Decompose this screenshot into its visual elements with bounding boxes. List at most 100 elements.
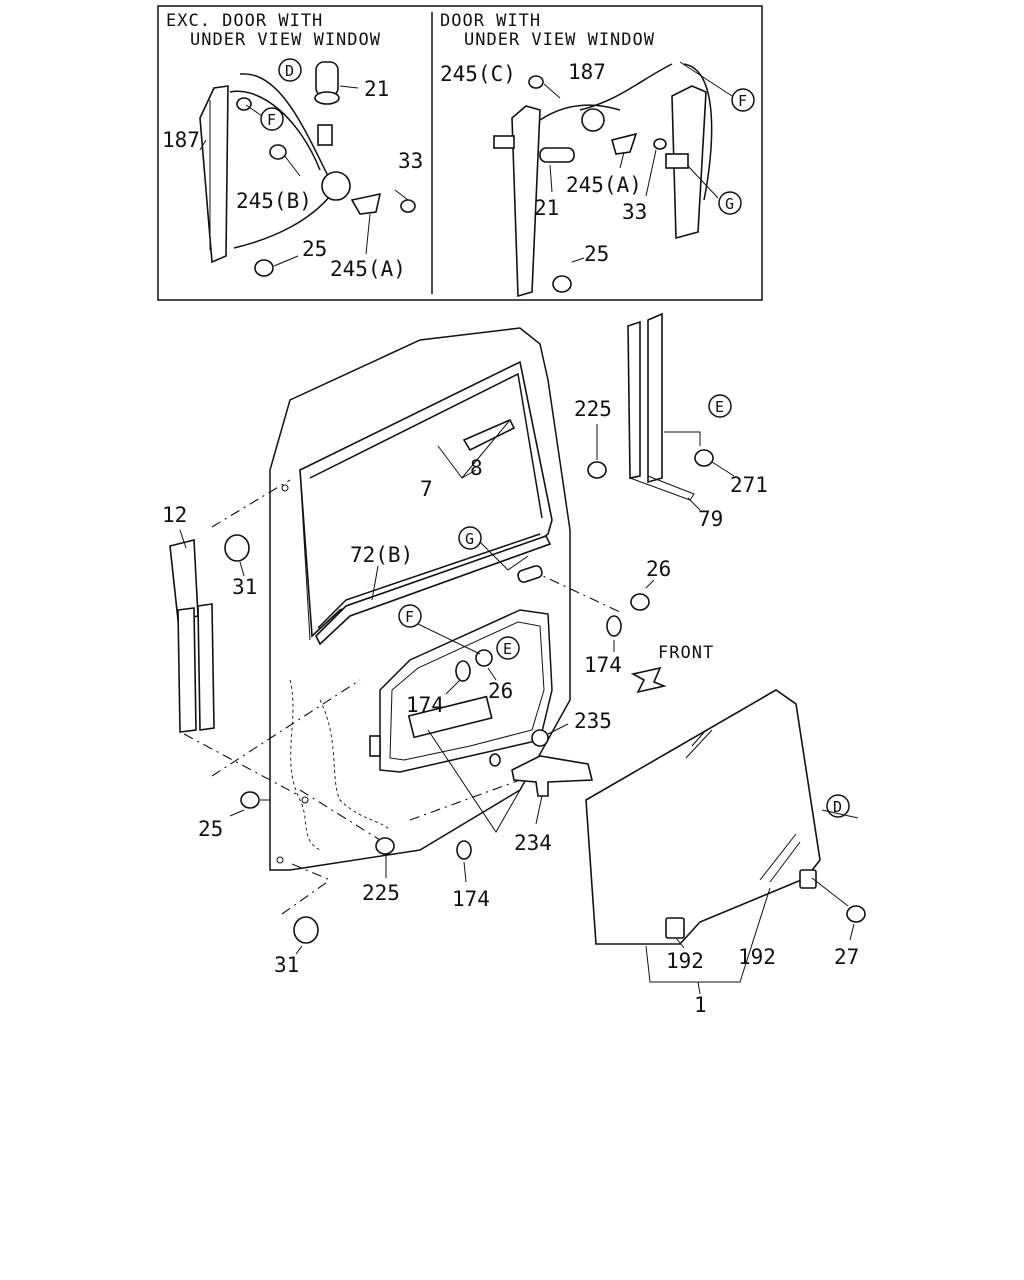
regulator-mount-plate bbox=[407, 695, 493, 739]
bolt-225-bottom bbox=[375, 837, 395, 855]
weatherstrip-72b bbox=[315, 535, 552, 646]
ref-g-circle bbox=[458, 526, 482, 550]
inset-right-ref-g-circle bbox=[718, 191, 742, 215]
service-opening bbox=[379, 609, 553, 773]
inset-right-header-line2: UNDER VIEW WINDOW bbox=[464, 30, 655, 50]
ref-e-circle bbox=[496, 636, 520, 660]
label-25: 25 bbox=[198, 817, 223, 841]
label-79: 79 bbox=[698, 507, 723, 531]
right-motor-21 bbox=[539, 147, 575, 163]
glass-run-clip-8 bbox=[462, 418, 516, 452]
left-motor-21 bbox=[315, 61, 339, 97]
label-1: 1 bbox=[694, 993, 707, 1017]
front-arrow-icon bbox=[630, 666, 667, 694]
ref-d-circle bbox=[826, 794, 850, 818]
plug-hole-174-mid bbox=[455, 660, 471, 682]
inset-left-label-245a: 245(A) bbox=[330, 257, 406, 281]
label-174-right: 174 bbox=[584, 653, 622, 677]
inset-left-label-21: 21 bbox=[364, 77, 389, 101]
label-12: 12 bbox=[162, 503, 187, 527]
right-regulator-sketch bbox=[493, 61, 733, 298]
inset-right-ref-g: G bbox=[725, 195, 734, 213]
ref-e-top-circle bbox=[708, 394, 732, 418]
inset-left-ref-d: D bbox=[285, 62, 294, 80]
label-225-top: 225 bbox=[574, 397, 612, 421]
right-sash-channel bbox=[671, 85, 707, 240]
door-outer-shell bbox=[269, 327, 571, 871]
inset-right-label-25: 25 bbox=[584, 242, 609, 266]
nut-26-mid bbox=[475, 649, 493, 667]
inset-right-ref-f-circle bbox=[731, 88, 755, 112]
left-regulator-sketch bbox=[199, 61, 416, 277]
inset-right-header-line1: DOOR WITH bbox=[440, 11, 541, 31]
left-screw-33 bbox=[400, 199, 416, 213]
bolt-27 bbox=[846, 905, 866, 923]
bracket-234 bbox=[511, 755, 594, 797]
label-225-bottom: 225 bbox=[362, 881, 400, 905]
right-clip-245c bbox=[528, 75, 544, 89]
plug-174-right bbox=[606, 615, 622, 637]
glass-clip-192-right bbox=[799, 869, 817, 889]
bolt-235 bbox=[531, 729, 549, 747]
inset-right-label-187: 187 bbox=[568, 60, 606, 84]
fasteners bbox=[224, 449, 866, 944]
label-26-right: 26 bbox=[646, 557, 671, 581]
label-31-bottom: 31 bbox=[274, 953, 299, 977]
label-174-bottom: 174 bbox=[452, 887, 490, 911]
door-glass-1 bbox=[585, 689, 821, 945]
label-7: 7 bbox=[420, 477, 433, 501]
ref-e-top: E bbox=[715, 398, 724, 416]
right-bolt-25 bbox=[552, 275, 572, 293]
inset-left-ref-f: F bbox=[267, 111, 276, 129]
nut-26-right bbox=[630, 593, 650, 611]
division-bar-79 bbox=[627, 312, 695, 501]
inset-left-label-187: 187 bbox=[162, 128, 200, 152]
inset-left-label-245b: 245(B) bbox=[236, 189, 312, 213]
label-31-top: 31 bbox=[232, 575, 257, 599]
left-regulator-pivot bbox=[321, 171, 351, 201]
clip-271 bbox=[694, 449, 714, 467]
bumper-31-bottom bbox=[293, 916, 319, 944]
label-8: 8 bbox=[470, 456, 483, 480]
right-regulator-pivot bbox=[581, 108, 605, 132]
inset-right-label-245a: 245(A) bbox=[566, 173, 642, 197]
left-glass-run-channel bbox=[199, 85, 229, 264]
inset-left-ref-d-circle bbox=[278, 58, 302, 82]
door-panel bbox=[183, 327, 621, 915]
inset-right-ref-f: F bbox=[738, 92, 747, 110]
label-26-mid: 26 bbox=[488, 679, 513, 703]
front-label: FRONT bbox=[658, 643, 714, 663]
label-235: 235 bbox=[574, 709, 612, 733]
ref-e: E bbox=[503, 640, 512, 658]
label-192-left: 192 bbox=[666, 949, 704, 973]
ref-f: F bbox=[405, 608, 414, 626]
right-glass-run-channel bbox=[511, 105, 541, 298]
ref-f-circle bbox=[398, 604, 422, 628]
inset-right-label-33: 33 bbox=[622, 200, 647, 224]
right-bracket-245a bbox=[611, 132, 638, 155]
label-192-right: 192 bbox=[738, 945, 776, 969]
bolt-25 bbox=[240, 791, 260, 809]
label-72b: 72(B) bbox=[350, 543, 413, 567]
inset-left-label-33: 33 bbox=[398, 149, 423, 173]
label-234: 234 bbox=[514, 831, 552, 855]
front-glass-channel-12 bbox=[169, 538, 215, 733]
inset-left-ref-f-circle bbox=[260, 107, 284, 131]
left-bolt-25 bbox=[254, 259, 274, 277]
right-screw-33 bbox=[653, 138, 667, 150]
bumper-31-top bbox=[224, 534, 250, 562]
plug-174-bottom bbox=[456, 840, 472, 860]
inset-panel: EXC. DOOR WITH UNDER VIEW WINDOW DOOR WI… bbox=[157, 5, 763, 301]
inset-border bbox=[157, 5, 763, 301]
ref-d: D bbox=[833, 798, 842, 816]
ref-g: G bbox=[465, 530, 474, 548]
left-bracket-245a bbox=[350, 192, 382, 215]
inset-left-label-25: 25 bbox=[302, 237, 327, 261]
inset-left-header-line2: UNDER VIEW WINDOW bbox=[190, 30, 381, 50]
inset-left-header-line1: EXC. DOOR WITH bbox=[166, 11, 323, 31]
label-174-mid: 174 bbox=[406, 693, 444, 717]
leader-lines bbox=[179, 419, 859, 995]
bolt-225-top bbox=[587, 461, 607, 479]
inset-right-label-21: 21 bbox=[534, 196, 559, 220]
